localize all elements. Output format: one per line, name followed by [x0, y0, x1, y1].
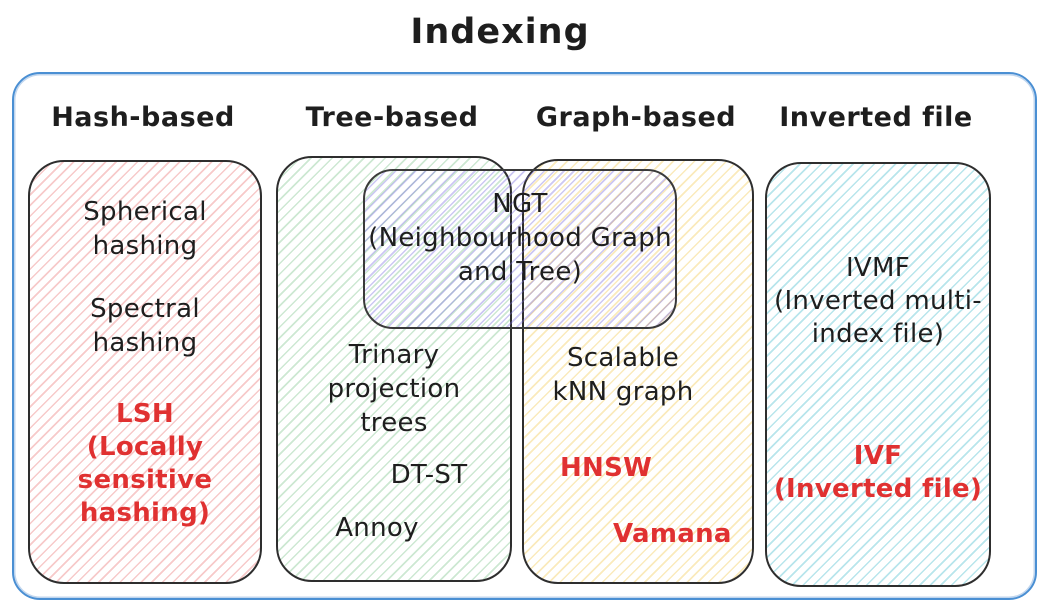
item-spherical-hashing: Spherical hashing [83, 197, 207, 261]
item-scalable-knn-graph: Scalable kNN graph [552, 343, 694, 407]
item-vamana: Vamana [613, 519, 732, 549]
inverted-file-category-box: IVMF (Inverted multi- index file) IVF (I… [765, 162, 991, 587]
header-graph-based: Graph-based [535, 102, 737, 133]
item-ivf: IVF (Inverted file) [773, 441, 983, 504]
item-ngt: NGT (Neighbourhood Graph and Tree) [368, 189, 672, 287]
item-lsh: LSH (Locally sensitive hashing) [77, 399, 213, 528]
hash-based-category-box: Spherical hashing Spectral hashing LSH (… [28, 160, 262, 584]
tree-based-category-box: Trinary projection trees DT-ST Annoy [276, 156, 512, 582]
item-dt-st: DT-ST [390, 460, 468, 490]
item-hnsw: HNSW [560, 453, 653, 483]
outer-container-box [12, 72, 1037, 600]
item-spectral-hashing: Spectral hashing [90, 294, 200, 358]
header-tree-based: Tree-based [305, 102, 479, 133]
item-annoy: Annoy [335, 513, 419, 543]
graph-based-category-box: Scalable kNN graph HNSW Vamana [522, 159, 754, 584]
header-hash-based: Hash-based [51, 102, 235, 133]
ngt-overlap-box: NGT (Neighbourhood Graph and Tree) [363, 169, 677, 329]
item-ivmf: IVMF (Inverted multi- index file) [774, 253, 982, 349]
header-inverted-file: Inverted file [779, 102, 973, 133]
item-trinary-projection-trees: Trinary projection trees [327, 340, 461, 438]
diagram-title: Indexing [410, 12, 590, 52]
